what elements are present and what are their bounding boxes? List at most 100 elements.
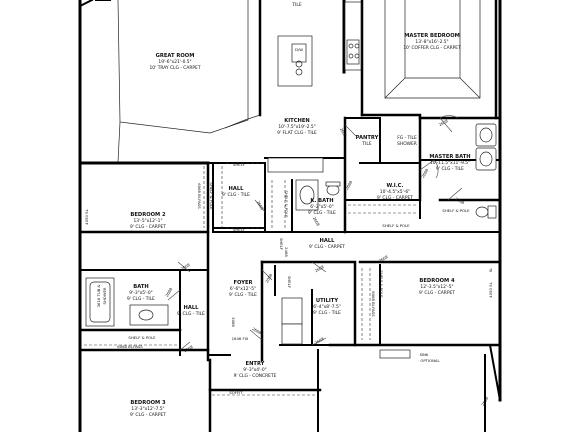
room-dims: 6'-4"x8'-7.5" bbox=[313, 304, 341, 310]
door-label: 2668 bbox=[339, 127, 348, 138]
room-kbath: K. BATH 6'-2"x5'-0" 9' CLG - TILE bbox=[308, 198, 336, 216]
room-hall-center: HALL 9' CLG - CARPET bbox=[309, 238, 345, 250]
room-dims: 19'-6"x21'-0.5" bbox=[158, 59, 191, 65]
room-ceiling: 9' CLG - CARPET bbox=[130, 224, 166, 230]
room-name: BATH bbox=[133, 284, 148, 290]
room-ceiling: 9' CLG - CARPET bbox=[377, 195, 413, 201]
room-master-bath: MASTER BATH 10'-11.5"x11'-9.5" 9' CLG - … bbox=[429, 154, 470, 172]
door-label: 2668 bbox=[378, 254, 389, 263]
room-name: MASTER BEDROOM bbox=[404, 33, 460, 39]
shelf-pole-vertical: SHELF & POLE bbox=[284, 190, 289, 218]
room-dims: 9'-3"x5'-0" bbox=[129, 290, 152, 296]
sink-optional-label: OPTIONAL bbox=[420, 358, 440, 363]
window-sl-label: 4050 SL bbox=[84, 208, 89, 224]
room-bedroom-4: BEDROOM 4 12'-3.5"x12'-5" 9' CLG - CARPE… bbox=[419, 278, 455, 296]
room-dims: 9'-3"x4'-0" bbox=[243, 367, 266, 373]
door-swings bbox=[167, 115, 463, 351]
door-label: 2668 bbox=[180, 262, 191, 271]
shelf-lower-label: SHELF bbox=[233, 227, 245, 232]
bipass-label: 6068 BI-PASS bbox=[117, 344, 143, 349]
room-dims: 10'-7.5"x19'-2.5" bbox=[278, 124, 315, 130]
room-kitchen: TILE KITCHEN 10'-7.5"x19'-2.5" 9' FLAT C… bbox=[277, 2, 317, 136]
room-name: MASTER BATH bbox=[429, 154, 470, 160]
shower-label: SHOWER bbox=[102, 287, 107, 304]
door-label: 2668 bbox=[312, 216, 321, 227]
room-name: KITCHEN bbox=[284, 118, 310, 124]
shower-line1: FG - TILE bbox=[397, 135, 417, 141]
kitchen-top-label: TILE bbox=[291, 2, 301, 8]
room-utility: UTILITY 6'-4"x8'-7.5" 9' CLG - TILE bbox=[313, 298, 341, 316]
room-ceiling: 9' CLG - TILE bbox=[308, 210, 336, 216]
room-bedroom-2: BEDROOM 2 13'-5"x12'-1" 9' CLG - CARPET bbox=[130, 212, 166, 230]
room-ceiling: 9' CLG - CARPET bbox=[309, 244, 345, 250]
annotations: SHELF SHELF SHELF & POLE SHELF & POLE SH… bbox=[84, 118, 493, 407]
shelf-pole-vertical: SHELF & POLE bbox=[379, 270, 384, 298]
room-ceiling: 9' CLG - CARPET bbox=[130, 412, 166, 418]
room-great-room: GREAT ROOM 19'-6"x21'-0.5" 10' TRAY CLG … bbox=[150, 53, 201, 71]
shelf-vertical: SHELF bbox=[287, 276, 292, 288]
room-bath: BATH 9'-3"x5'-0" 9' CLG - TILE bbox=[127, 284, 155, 302]
room-ceiling: 9' CLG - TILE bbox=[313, 310, 341, 316]
room-pantry: PANTRY TILE bbox=[356, 135, 379, 147]
room-entry: ENTRY 9'-3"x4'-0" 9' CLG - CONCRETE bbox=[234, 361, 277, 379]
window-sl-label: 4050 SL bbox=[488, 281, 493, 297]
room-bedroom-3: BEDROOM 3 13'-3"x12'-7.5" 9' CLG - CARPE… bbox=[130, 400, 166, 418]
room-ceiling: TILE bbox=[361, 141, 371, 147]
room-ceiling: 9' CLG - CARPET bbox=[419, 290, 455, 296]
room-name: HALL bbox=[229, 186, 245, 192]
room-dims: 10'-4.5"x5'-6" bbox=[380, 189, 410, 195]
room-ceiling: 10' TRAY CLG - CARPET bbox=[150, 65, 201, 71]
door-label: 2668 bbox=[314, 336, 325, 345]
room-ceiling: 9' CLG - TILE bbox=[222, 192, 250, 198]
door-label: 2668 bbox=[183, 344, 194, 353]
room-ceiling: 9' CLG - TILE bbox=[177, 311, 205, 317]
bipass-vertical: 6068 BI-PASS bbox=[197, 183, 202, 209]
room-ceiling: 9' CLG - TILE bbox=[436, 166, 464, 172]
soffit-label: SOFFIT bbox=[229, 390, 243, 395]
door-label: 2668 bbox=[438, 118, 449, 127]
room-wic: W.I.C. 10'-4.5"x5'-6" 9' CLG - CARPET bbox=[377, 183, 413, 201]
room-name: UTILITY bbox=[316, 298, 338, 304]
room-name: BEDROOM 2 bbox=[130, 212, 166, 218]
fix-window-label: 1646 FIX bbox=[232, 336, 249, 341]
room-name: HALL bbox=[184, 305, 200, 311]
room-ceiling: 9' CLG - TILE bbox=[229, 292, 257, 298]
room-name: FOYER bbox=[233, 280, 252, 286]
door-label: 2668 bbox=[256, 200, 265, 211]
room-hall-left: HALL 9' CLG - TILE bbox=[177, 305, 205, 317]
room-name: BEDROOM 3 bbox=[130, 400, 166, 406]
room-ceiling: 9' CLG - TILE bbox=[127, 296, 155, 302]
shower-line2: SHOWER bbox=[397, 141, 417, 147]
room-dims: 12'-3.5"x12'-5" bbox=[420, 284, 453, 290]
room-master-bedroom: MASTER BEDROOM 13'-8"x16'-2.5" 10' COFFE… bbox=[403, 33, 461, 51]
room-dims: 6'-2"x5'-0" bbox=[310, 204, 333, 210]
room-dims: 13'-5"x12'-1" bbox=[134, 218, 163, 224]
door-label: 2668 bbox=[480, 395, 489, 406]
room-ceiling: 10' COFFER CLG - CARPET bbox=[403, 45, 461, 51]
sink-label: SINK bbox=[420, 352, 429, 357]
tub-label: 3616 TUB & bbox=[96, 285, 101, 308]
room-name: GREAT ROOM bbox=[156, 53, 195, 59]
room-name: HALL bbox=[320, 238, 336, 244]
dishwasher-label: D/W bbox=[295, 47, 303, 52]
room-name: W.I.C. bbox=[387, 183, 404, 189]
room-name: BEDROOM 4 bbox=[419, 278, 455, 284]
door-label: 2668 bbox=[164, 286, 173, 297]
room-ceiling: 9' CLG - CONCRETE bbox=[234, 373, 277, 379]
room-name: K. BATH bbox=[310, 198, 333, 204]
door-label: 2468 bbox=[284, 247, 289, 257]
room-dims: 13'-8"x16'-2.5" bbox=[415, 39, 448, 45]
room-foyer: FOYER 6'-6"x12'-5" 9' CLG - TILE bbox=[229, 280, 257, 298]
door-label: 2668 bbox=[420, 167, 429, 178]
room-dims: 10'-11.5"x11'-9.5" bbox=[430, 160, 470, 166]
room-fg-shower: FG - TILE SHOWER bbox=[397, 135, 417, 147]
shelf-pole-label: SHELF & POLE bbox=[382, 223, 410, 228]
room-ceiling: 9' FLAT CLG - TILE bbox=[277, 130, 317, 136]
shelf-pole-vertical: SHELF & POLE bbox=[209, 182, 214, 210]
room-dims: 6'-6"x12'-5" bbox=[230, 286, 256, 292]
shelf-pole-label: SHELF & POLE bbox=[442, 208, 470, 213]
door-label: 2068 bbox=[264, 272, 273, 283]
bipass-vertical: 6068 BI-PASS bbox=[371, 291, 376, 317]
door-label: 2068 bbox=[454, 196, 465, 205]
